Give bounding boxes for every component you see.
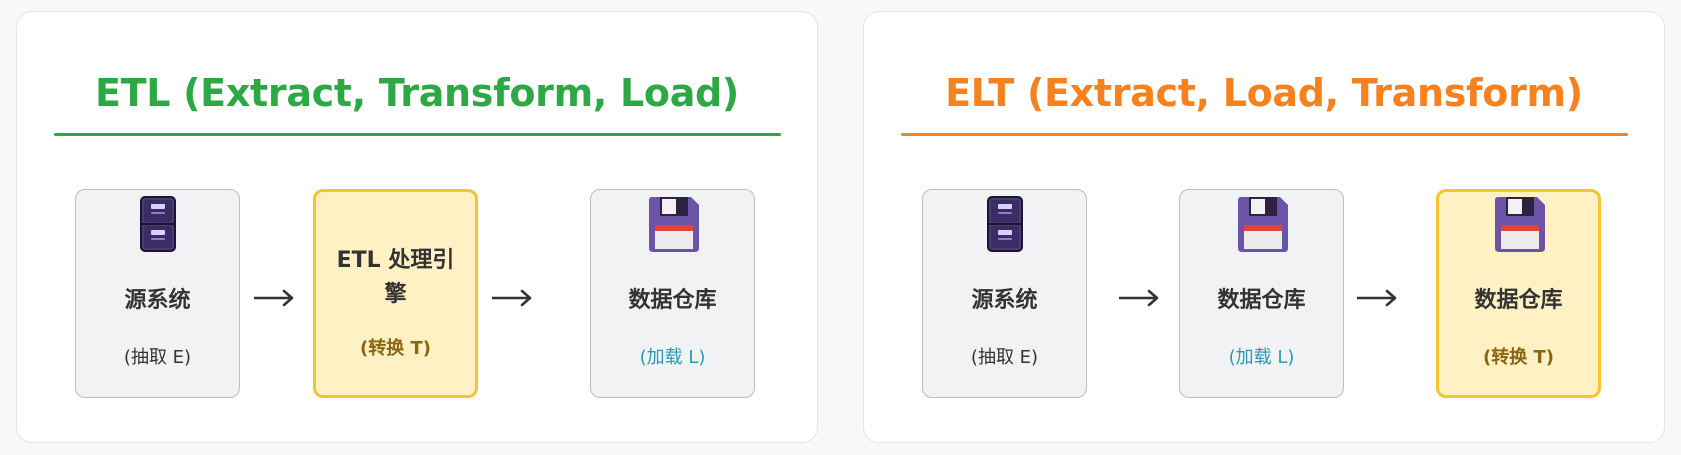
step-subtitle: (转换 T) <box>1483 347 1554 368</box>
etl-step-data-warehouse: 数据仓库 (加载 L) <box>590 189 755 398</box>
step-name: ETL 处理引擎 <box>336 248 455 307</box>
etl-step-source-system: 源系统 (抽取 E) <box>75 189 240 398</box>
elt-title-divider <box>901 133 1628 136</box>
step-name: 数据仓库 <box>1217 288 1306 313</box>
arrow-right-icon <box>254 289 294 307</box>
elt-panel: ELT (Extract, Load, Transform) 源系统 (抽取 E… <box>863 11 1665 443</box>
etl-step-processing-engine: ETL 处理引擎 (转换 T) <box>313 189 478 398</box>
step-name: 源系统 <box>124 288 191 313</box>
floppy-disk-icon <box>1491 196 1547 254</box>
elt-step-data-warehouse-load: 数据仓库 (加载 L) <box>1179 189 1344 398</box>
step-subtitle: (加载 L) <box>639 347 706 368</box>
elt-title: ELT (Extract, Load, Transform) <box>945 71 1583 115</box>
etl-title-divider <box>54 133 781 136</box>
arrow-right-icon <box>492 289 532 307</box>
step-subtitle: (转换 T) <box>360 338 431 359</box>
floppy-disk-icon <box>1234 196 1290 254</box>
step-subtitle: (抽取 E) <box>123 347 192 368</box>
step-subtitle: (加载 L) <box>1228 347 1295 368</box>
file-cabinet-icon <box>977 196 1033 254</box>
file-cabinet-icon <box>130 196 186 254</box>
etl-panel: ETL (Extract, Transform, Load) 源系统 (抽取 E… <box>16 11 818 443</box>
elt-step-data-warehouse-transform: 数据仓库 (转换 T) <box>1436 189 1601 398</box>
arrow-right-icon <box>1357 289 1397 307</box>
elt-step-source-system: 源系统 (抽取 E) <box>922 189 1087 398</box>
step-name: 数据仓库 <box>1474 288 1563 313</box>
floppy-disk-icon <box>645 196 701 254</box>
etl-title: ETL (Extract, Transform, Load) <box>94 71 740 115</box>
step-name: 数据仓库 <box>628 288 717 313</box>
step-name: 源系统 <box>971 288 1038 313</box>
step-subtitle: (抽取 E) <box>970 347 1039 368</box>
arrow-right-icon <box>1119 289 1159 307</box>
